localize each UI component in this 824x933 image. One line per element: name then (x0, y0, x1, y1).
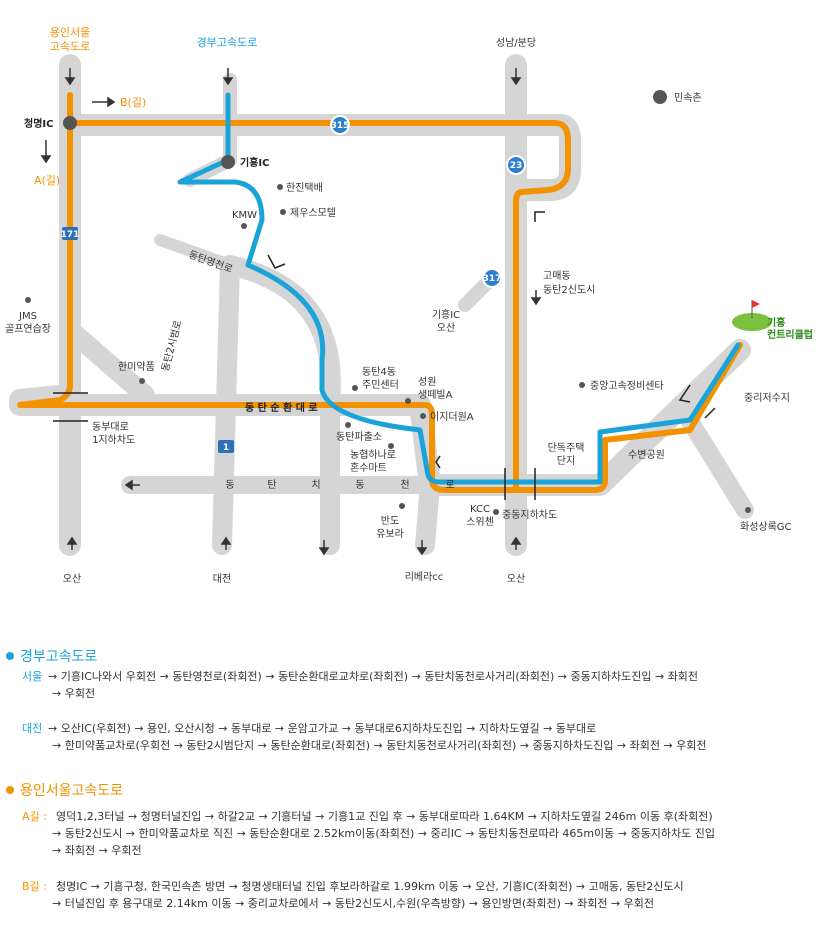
svg-text:오산: 오산 (437, 322, 455, 334)
svg-text:컨트리클럽: 컨트리클럽 (767, 328, 813, 341)
svg-text:생떼빌A: 생떼빌A (418, 389, 453, 401)
yongin-a-route: A길 :영덕1,2,3터널 → 청명터널진입 → 하갈2교 → 기흥터널 → 기… (22, 810, 715, 857)
svg-text:KMW: KMW (232, 210, 257, 221)
yongin-title: 용인서울고속도로 (20, 783, 124, 799)
svg-text:반도: 반도 (381, 515, 399, 527)
svg-text:골프연습장: 골프연습장 (5, 323, 51, 335)
gyeongbu-title: 경부고속도로 (20, 649, 98, 665)
svg-text:동: 동 (355, 479, 364, 491)
yongin-seoul-expressway-label: 용인서울 (50, 26, 90, 39)
map-labels: 용인서울 고속도로 경부고속도로 성남/분당 B(길) A(길) 청명IC 기흥… (5, 26, 813, 585)
svg-text:단독주택: 단독주택 (548, 442, 585, 454)
svg-text:리베라cc: 리베라cc (405, 571, 444, 583)
svg-text:성원: 성원 (418, 376, 436, 388)
blue-route (177, 92, 741, 485)
bullet-icon (6, 652, 14, 660)
svg-text:농협하나로: 농협하나로 (350, 448, 396, 461)
svg-text:JMS: JMS (18, 311, 37, 322)
svg-text:한미약품: 한미약품 (118, 361, 155, 373)
dongtan-sunhwan-road-label: 동 탄 순 환 대 로 (245, 401, 318, 414)
svg-text:1: 1 (223, 443, 229, 453)
svg-text:317: 317 (483, 274, 502, 284)
svg-text:중앙고속정비센타: 중앙고속정비센타 (590, 380, 664, 392)
gyeongbu-directions: 경부고속도로 (6, 646, 97, 666)
svg-text:23: 23 (510, 161, 523, 171)
svg-text:한진택배: 한진택배 (286, 182, 323, 194)
gyeongbu-seoul-route: 서울→ 기흥IC나와서 우회전 → 동탄영천로(좌회전) → 동탄순환대로교차로… (22, 670, 699, 700)
svg-text:동탄파출소: 동탄파출소 (336, 431, 382, 443)
svg-text:오산: 오산 (507, 573, 525, 585)
cheongmyeong-ic-label: 청명IC (24, 117, 53, 130)
shields: 315 23 317 171 1 (61, 115, 526, 453)
svg-text:대전: 대전 (213, 573, 231, 585)
cheongmyeong-ic-dot (63, 116, 77, 130)
giheung-ic-label: 기흥IC (240, 156, 269, 169)
direction-arrows (40, 68, 542, 556)
yongin-b-route: B길 :청명IC → 기흥구청, 한국민속촌 방면 → 청명생태터널 진입 후보… (22, 880, 684, 910)
giheung-ic-dot (221, 155, 235, 169)
svg-text:수변공원: 수변공원 (628, 449, 665, 461)
svg-text:고매동: 고매동 (543, 270, 571, 282)
svg-text:315: 315 (331, 121, 350, 131)
svg-text:171: 171 (61, 230, 80, 240)
svg-text:1지하차도: 1지하차도 (92, 433, 135, 446)
svg-text:동: 동 (225, 479, 234, 491)
svg-text:오산: 오산 (63, 573, 81, 585)
svg-text:KCC: KCC (470, 504, 490, 515)
svg-text:천: 천 (400, 479, 409, 491)
route-23-shield (506, 155, 526, 175)
giheung-cc-label: 기흥 (767, 316, 785, 329)
svg-text:중동지하차도: 중동지하차도 (502, 508, 557, 521)
svg-text:화성상록GC: 화성상록GC (740, 521, 792, 533)
svg-text:동탄4동: 동탄4동 (362, 366, 396, 378)
seongnam-label: 성남/분당 (496, 37, 536, 49)
svg-text:치: 치 (311, 479, 320, 491)
svg-text:동탄2신도시: 동탄2신도시 (543, 284, 595, 296)
svg-text:중리저수지: 중리저수지 (744, 392, 790, 404)
svg-text:동부대로: 동부대로 (92, 421, 129, 433)
svg-text:제우스모텔: 제우스모텔 (290, 207, 336, 219)
bullet-icon (6, 786, 14, 794)
gyeongbu-expressway-label: 경부고속도로 (197, 36, 258, 49)
b-route-label: B(길) (120, 96, 146, 109)
route-1-shield (218, 440, 234, 453)
svg-text:혼수마트: 혼수마트 (350, 461, 387, 474)
route-171-shield (62, 227, 78, 240)
svg-text:고속도로: 고속도로 (50, 40, 90, 53)
route-315-shield (330, 115, 350, 135)
minsokchon-dot (653, 90, 667, 104)
svg-text:유보라: 유보라 (376, 528, 404, 540)
svg-text:이지더원A: 이지더원A (430, 411, 474, 423)
svg-text:동탄2시범로: 동탄2시범로 (159, 319, 184, 373)
svg-text:탄: 탄 (267, 479, 276, 491)
svg-text:스위첸: 스위첸 (466, 515, 494, 528)
svg-text:로: 로 (445, 480, 454, 491)
svg-text:주민센터: 주민센터 (362, 379, 399, 391)
golf-course-icon (732, 300, 772, 331)
a-route-label: A(길) (34, 174, 60, 187)
minsokchon-label: 민속촌 (674, 92, 702, 104)
poi-dots (25, 90, 751, 515)
svg-text:기흥IC: 기흥IC (432, 308, 460, 321)
route-markers (53, 211, 716, 500)
route-317-shield (482, 268, 502, 288)
yongin-directions: 용인서울고속도로 (6, 780, 123, 800)
gyeongbu-daejeon-route: 대전→ 오산IC(우회전) → 용인, 오산시청 → 동부대로 → 운암고가교 … (22, 722, 707, 752)
location-map: 315 23 317 171 1 (5, 26, 813, 585)
svg-text:단지: 단지 (557, 455, 575, 467)
